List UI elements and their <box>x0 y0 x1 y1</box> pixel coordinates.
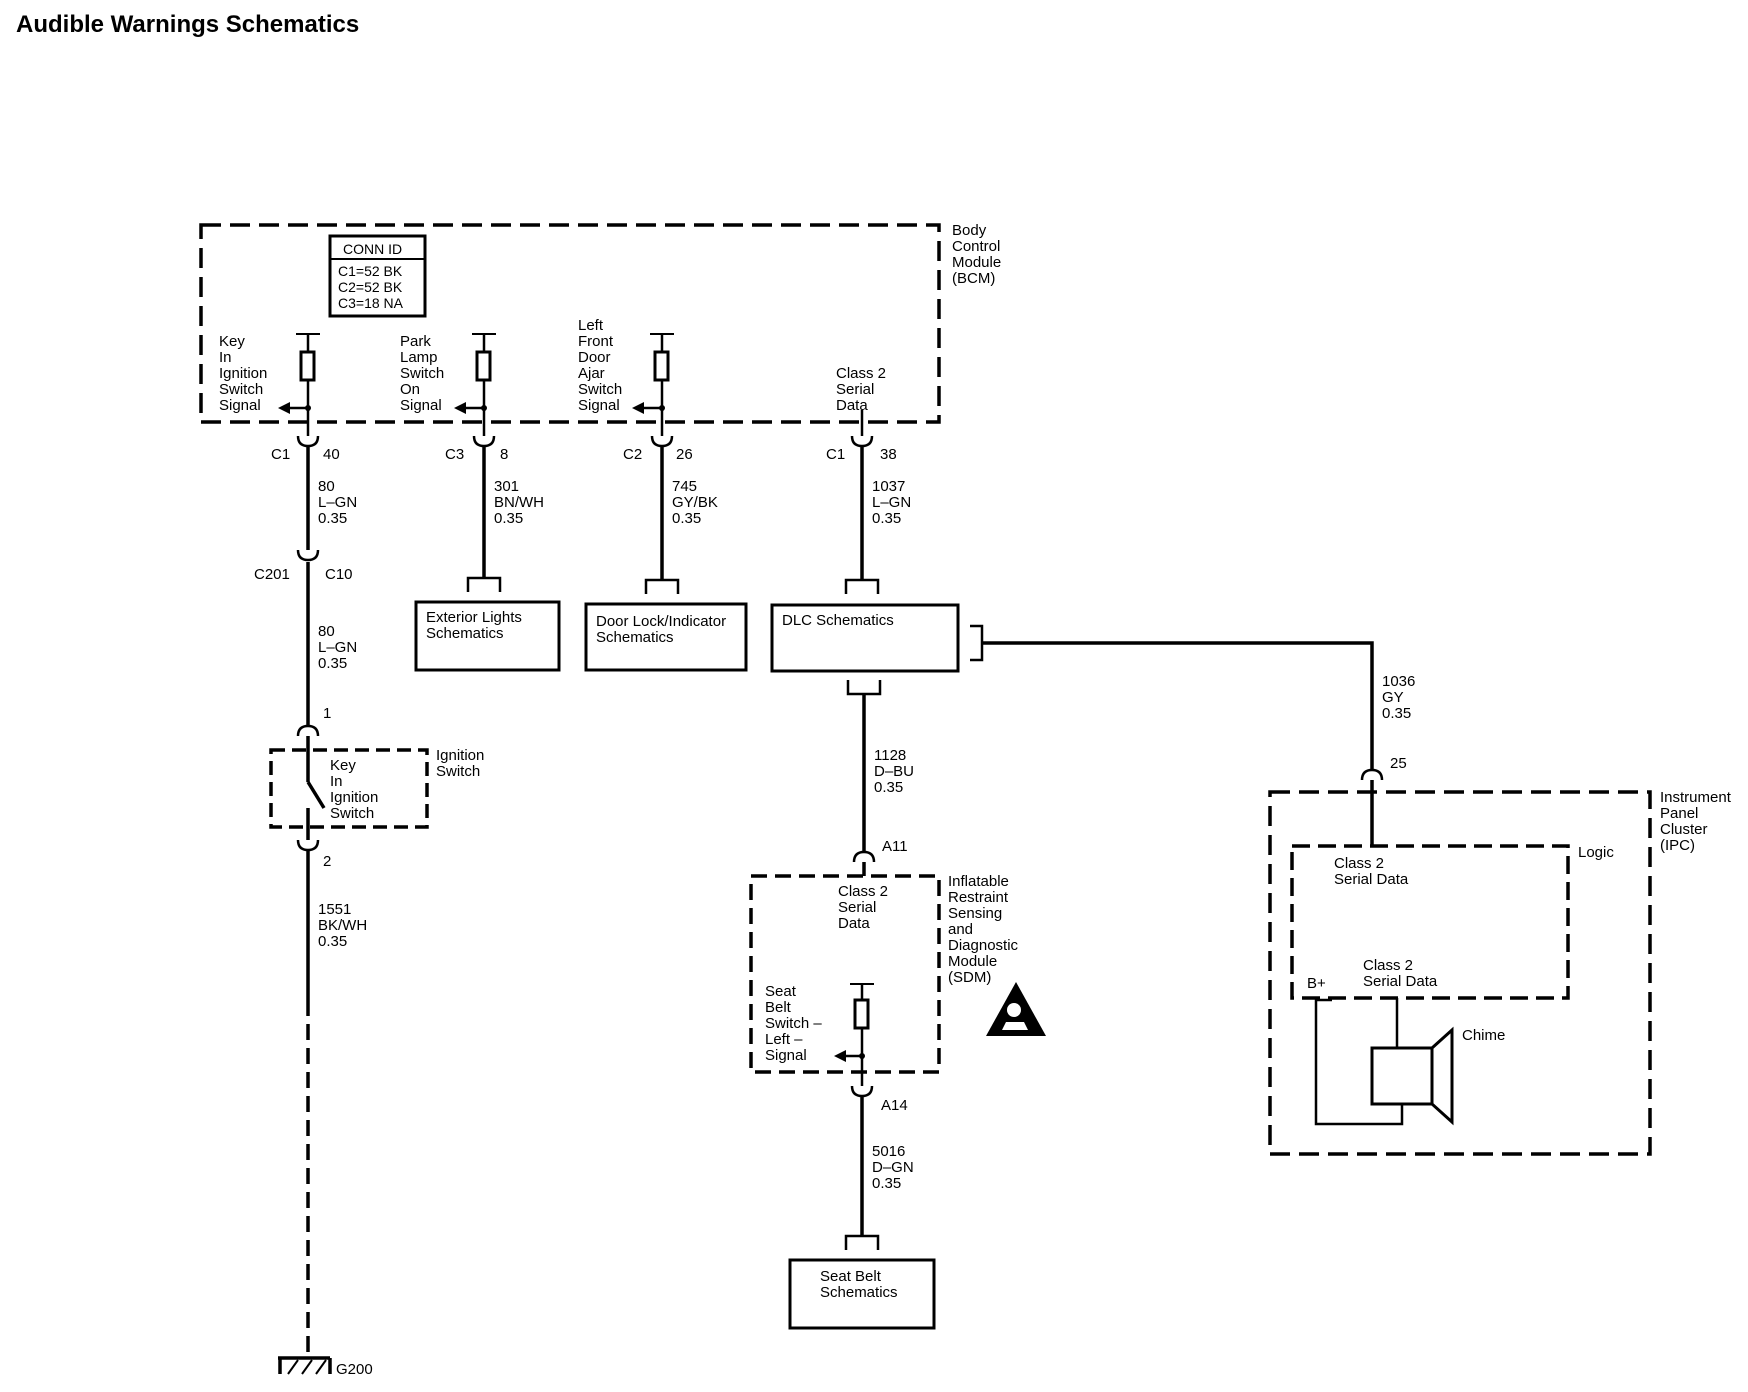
conn-c1-38-pin: 38 <box>880 446 897 463</box>
conn-c201-label: C201 <box>254 566 290 583</box>
sdm-pin-a11: A11 <box>882 838 908 855</box>
page-title: Audible Warnings Schematics <box>16 11 359 38</box>
bcm-connectors: C1 40 C3 8 C2 26 C1 38 <box>271 435 897 463</box>
conn-c2-26-pin: 26 <box>676 446 693 463</box>
chime-speaker-icon <box>1430 1026 1454 1126</box>
conn-c10-pin: C10 <box>325 566 353 583</box>
ground-g200-symbol <box>278 1356 332 1375</box>
ipc-pin-25: 25 <box>1390 755 1407 772</box>
conn-c1-40-label: C1 <box>271 446 290 463</box>
ign-pin-1: 1 <box>323 705 331 722</box>
sdm-pin-a14: A14 <box>881 1097 908 1114</box>
conn-c1-40-pin: 40 <box>323 446 340 463</box>
conn-c3-8-label: C3 <box>445 446 464 463</box>
ref-dlc: DLC Schematics <box>782 612 894 629</box>
b-plus-label: B+ <box>1307 975 1326 992</box>
logic-label: Logic <box>1578 844 1614 861</box>
ign-pin-2: 2 <box>323 853 331 870</box>
ground-label: G200 <box>336 1361 373 1378</box>
conn-c2-26-label: C2 <box>623 446 642 463</box>
conn-c3-8-pin: 8 <box>500 446 508 463</box>
airbag-warning-icon <box>986 982 1046 1036</box>
chime-label: Chime <box>1462 1027 1505 1044</box>
conn-id-header: CONN ID <box>343 241 402 257</box>
conn-c1-38-label: C1 <box>826 446 845 463</box>
